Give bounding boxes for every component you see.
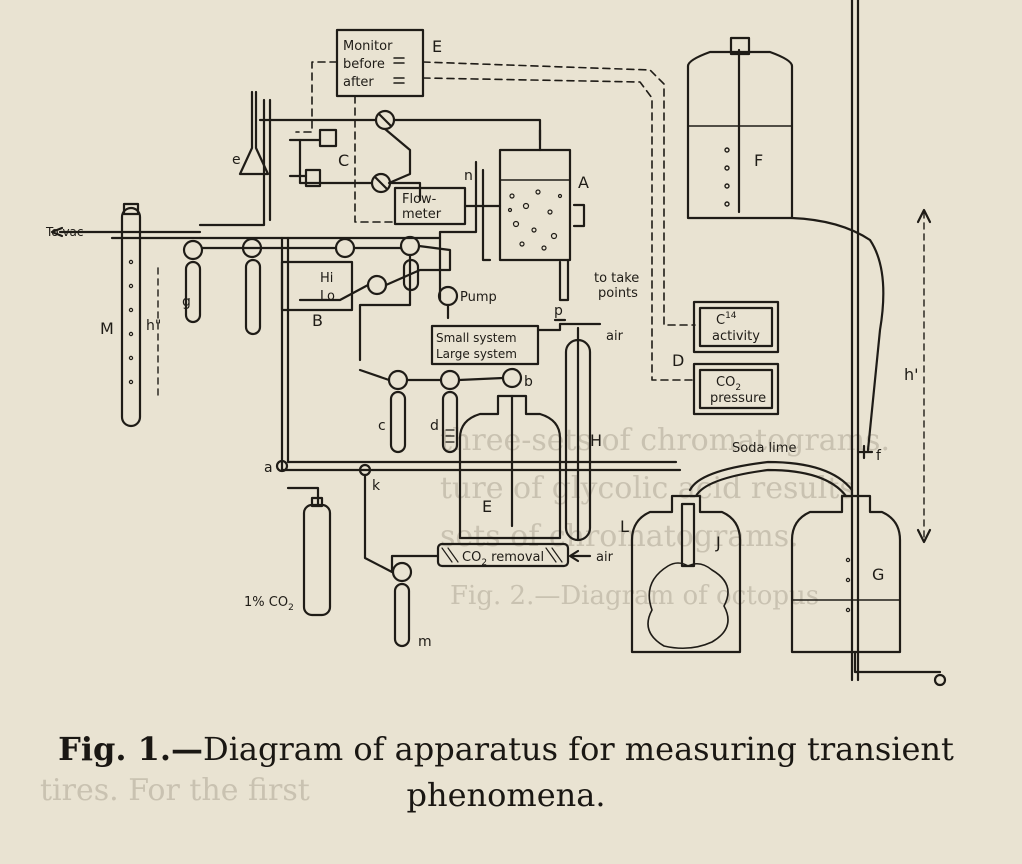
label-e-flask: e <box>232 152 241 168</box>
label-c-trap: c <box>378 418 386 434</box>
h-prime-label: h' <box>904 365 919 384</box>
label-k-junction: k <box>372 478 381 494</box>
label-p: p <box>554 303 563 319</box>
trap-d <box>441 390 459 454</box>
lo-label: Lo <box>320 289 335 304</box>
label-m-tube: M <box>100 319 114 338</box>
monitor-switch-icon <box>393 57 405 84</box>
label-a-junction: a <box>264 460 273 476</box>
outlet-stopcock <box>933 673 947 687</box>
co2-tank-label: 1% CO2 <box>244 595 294 613</box>
vessel-a-bubbles <box>507 189 563 251</box>
bleed-line-5: tires. For the first <box>40 773 310 808</box>
large-system-label: Large system <box>436 347 517 361</box>
label-d-trap: d <box>430 418 439 434</box>
label-g-bottle: G <box>872 565 884 584</box>
label-f-clamp: f <box>876 448 882 464</box>
bleed-through-text: three-sets of chromatograms. ture of gly… <box>40 423 890 808</box>
signal-lines <box>295 61 696 381</box>
label-a-vessel: A <box>578 173 589 192</box>
label-e-top: E <box>432 37 442 56</box>
label-l: L <box>620 517 629 536</box>
small-system-label: Small system <box>436 331 517 345</box>
co2-removal-label: CO2 removal <box>462 550 544 568</box>
reservoir-f <box>686 50 794 220</box>
tube-f-g <box>790 216 885 452</box>
bleed-line-4: Fig. 2.—Diagram of octopus <box>450 581 819 611</box>
co2-tank <box>302 503 332 617</box>
label-f: F <box>754 151 763 170</box>
bottle-g <box>790 494 902 654</box>
c14-activity-label: activity <box>712 329 760 344</box>
trap-m <box>393 582 411 648</box>
caption-lead: Fig. 1.— <box>58 730 204 768</box>
trap-c <box>389 390 407 454</box>
junction-a <box>275 459 289 473</box>
system-size-box <box>430 324 540 366</box>
to-take-points-label-1: to take <box>594 271 639 286</box>
c14-activity-box <box>692 300 780 354</box>
label-j: J <box>715 533 721 552</box>
pump-icon <box>437 285 459 307</box>
air-label-bottom: air <box>596 550 614 565</box>
pump-label: Pump <box>460 290 497 305</box>
label-c-valve: C <box>338 151 349 170</box>
hi-label: Hi <box>320 271 333 286</box>
label-e-bottle: E <box>482 497 492 516</box>
monitor-label: Monitor <box>343 39 393 54</box>
stopcock-g <box>182 239 204 261</box>
valve-c <box>318 128 338 148</box>
soda-lime-label: Soda lime <box>732 441 796 456</box>
soda-lime-tube <box>688 460 854 492</box>
co2-pressure-box <box>692 362 780 416</box>
figure-caption: Fig. 1.—Diagram of apparatus for measuri… <box>36 726 976 818</box>
c14-label: C14 <box>716 311 737 328</box>
stopcock-c <box>387 369 409 391</box>
monitor-before-label: before <box>343 57 385 72</box>
bleed-line-1: three-sets of chromatograms. <box>440 423 890 458</box>
flow-meter-label-1: Flow- <box>402 192 437 207</box>
label-g: g <box>182 294 191 310</box>
bleed-line-2: ture of glycolic acid results <box>440 471 855 506</box>
trap-g <box>184 260 202 324</box>
monitor-box <box>335 28 425 98</box>
co2-pressure-label-2: pressure <box>710 391 766 406</box>
monitor-after-label: after <box>343 75 374 90</box>
to-take-points-label-2: points <box>598 286 638 301</box>
stopcock-d <box>439 369 461 391</box>
label-b-stopcock: b <box>524 374 533 390</box>
bottle-e <box>458 394 562 540</box>
stopcock-m <box>391 561 413 583</box>
vessel-a <box>498 148 572 262</box>
flow-meter-label-2: meter <box>402 207 442 222</box>
caption-text: Diagram of apparatus for measuring trans… <box>203 730 954 814</box>
air-label-top: air <box>606 329 624 344</box>
to-vac-label: To vac <box>45 225 84 239</box>
co2-pressure-label-1: CO2 <box>716 375 741 393</box>
h-double-label: h" <box>146 318 161 334</box>
jar-j <box>630 494 742 654</box>
label-n: n <box>464 168 473 184</box>
label-h: H <box>590 431 602 450</box>
label-d: D <box>672 351 684 370</box>
label-b-switch: B <box>312 311 323 330</box>
pressure-switch-b <box>280 260 354 312</box>
label-m-trap: m <box>418 634 432 650</box>
flask-e <box>238 90 270 176</box>
stopcock-b <box>501 367 523 389</box>
tube-m <box>120 206 142 428</box>
